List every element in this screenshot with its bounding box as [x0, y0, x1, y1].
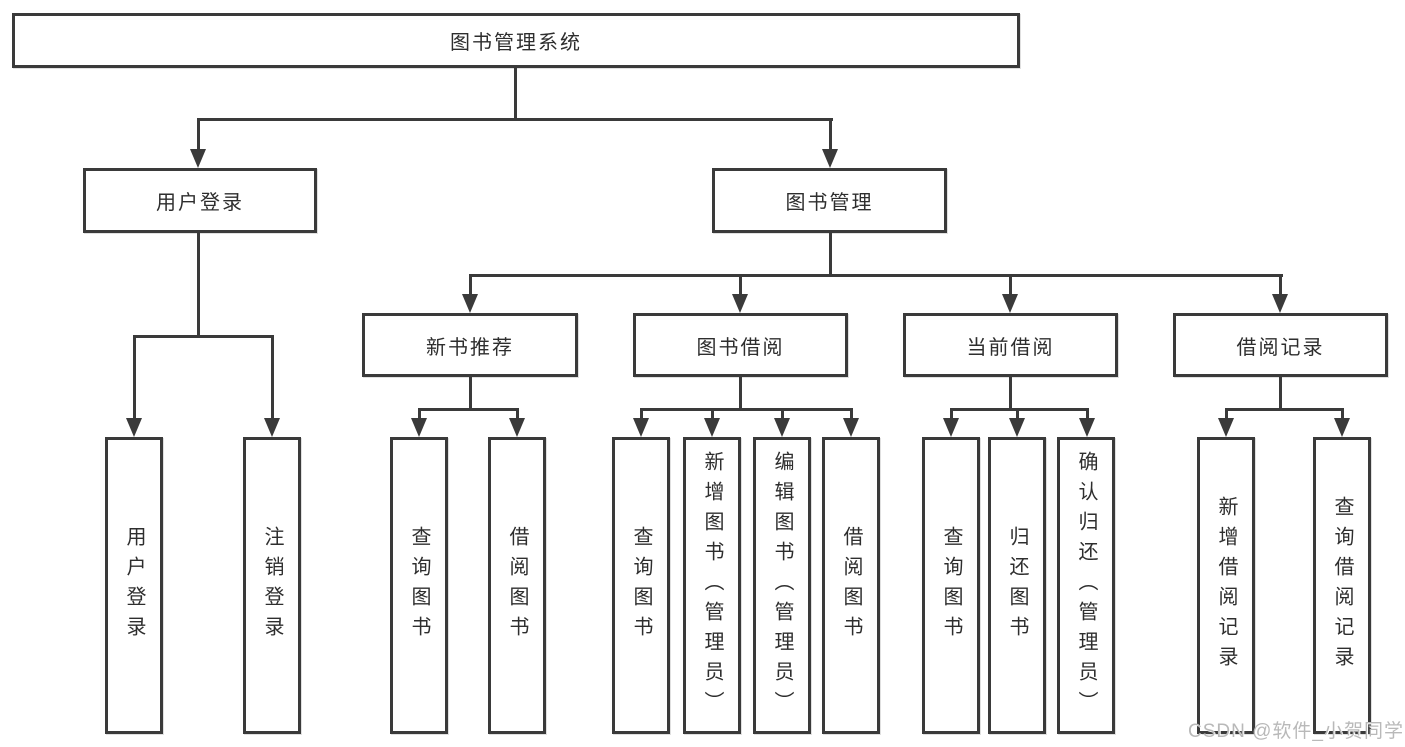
connector-vertical: [1225, 408, 1228, 421]
arrowhead-down-icon: [633, 418, 649, 437]
node-book-management: 图书管理: [712, 168, 947, 233]
connector-vertical: [850, 408, 853, 421]
leaf-edit-book-admin: 编辑图书（管理员）: [753, 437, 811, 734]
connector-vertical: [271, 335, 274, 419]
arrowhead-down-icon: [704, 418, 720, 437]
leaf-label: 新增图书（管理员）: [701, 450, 723, 721]
leaf-label: 借阅图书: [840, 525, 862, 646]
node-label: 新书推荐: [426, 336, 514, 359]
node-book-borrowing: 图书借阅: [633, 313, 848, 377]
connector-vertical: [1009, 274, 1012, 297]
connector-vertical: [711, 408, 714, 421]
node-new-book-recommend: 新书推荐: [362, 313, 578, 377]
arrowhead-down-icon: [509, 418, 525, 437]
connector-vertical: [739, 377, 742, 410]
arrowhead-down-icon: [774, 418, 790, 437]
leaf-logout: 注销登录: [243, 437, 301, 734]
connector-horizontal: [1225, 408, 1344, 411]
connector-horizontal: [418, 408, 519, 411]
connector-horizontal: [950, 408, 1089, 411]
arrowhead-down-icon: [1334, 418, 1350, 437]
connector-vertical: [1279, 274, 1282, 297]
leaf-label: 用户登录: [123, 525, 145, 646]
leaf-return-book: 归还图书: [988, 437, 1046, 734]
connector-vertical: [514, 68, 517, 120]
connector-vertical: [1016, 408, 1019, 421]
arrowhead-down-icon: [126, 418, 142, 437]
arrowhead-down-icon: [264, 418, 280, 437]
arrowhead-down-icon: [822, 149, 838, 168]
node-library-management-system: 图书管理系统: [12, 13, 1020, 68]
node-borrowing-records: 借阅记录: [1173, 313, 1388, 377]
connector-horizontal: [469, 274, 1283, 277]
leaf-label: 查询图书: [408, 525, 430, 646]
arrowhead-down-icon: [1272, 294, 1288, 313]
connector-vertical: [781, 408, 784, 421]
connector-vertical: [1341, 408, 1344, 421]
leaf-confirm-return-admin: 确认归还（管理员）: [1057, 437, 1115, 734]
connector-horizontal: [133, 335, 274, 338]
node-user-login: 用户登录: [83, 168, 317, 233]
connector-vertical: [418, 408, 421, 421]
leaf-label: 查询借阅记录: [1331, 495, 1353, 676]
leaf-label: 查询图书: [630, 525, 652, 646]
connector-vertical: [829, 118, 832, 151]
node-label: 借阅记录: [1236, 336, 1325, 359]
node-label: 图书借阅: [696, 336, 785, 359]
node-label: 用户登录: [156, 192, 244, 214]
arrowhead-down-icon: [943, 418, 959, 437]
connector-vertical: [640, 408, 643, 421]
connector-vertical: [829, 233, 832, 277]
arrowhead-down-icon: [843, 418, 859, 437]
connector-horizontal: [197, 118, 833, 121]
node-label: 图书管理: [785, 192, 874, 214]
leaf-query-book-current: 查询图书: [922, 437, 980, 734]
leaf-borrow-book-recommend: 借阅图书: [488, 437, 546, 734]
leaf-label: 注销登录: [261, 525, 283, 646]
leaf-query-borrow-record: 查询借阅记录: [1313, 437, 1371, 734]
leaf-label: 查询图书: [940, 525, 962, 646]
arrowhead-down-icon: [1218, 418, 1234, 437]
leaf-label: 借阅图书: [506, 525, 528, 646]
arrowhead-down-icon: [462, 294, 478, 313]
leaf-query-book-recommend: 查询图书: [390, 437, 448, 734]
connector-horizontal: [640, 408, 853, 411]
connector-vertical: [1086, 408, 1089, 421]
connector-vertical: [469, 377, 472, 410]
connector-vertical: [516, 408, 519, 421]
connector-vertical: [739, 274, 742, 297]
connector-vertical: [133, 335, 136, 419]
node-current-borrowing: 当前借阅: [903, 313, 1118, 377]
connector-vertical: [197, 233, 200, 337]
connector-vertical: [469, 274, 472, 297]
leaf-add-book-admin: 新增图书（管理员）: [683, 437, 741, 734]
leaf-label: 新增借阅记录: [1215, 495, 1237, 676]
csdn-watermark: CSDN @软件_小贺同学: [1188, 721, 1404, 742]
arrowhead-down-icon: [190, 149, 206, 168]
leaf-borrow-book: 借阅图书: [822, 437, 880, 734]
connector-vertical: [1279, 377, 1282, 410]
arrowhead-down-icon: [411, 418, 427, 437]
leaf-label: 编辑图书（管理员）: [771, 450, 793, 721]
connector-vertical: [950, 408, 953, 421]
leaf-label: 归还图书: [1006, 525, 1028, 646]
connector-vertical: [1009, 377, 1012, 410]
arrowhead-down-icon: [1009, 418, 1025, 437]
connector-vertical: [197, 118, 200, 151]
leaf-user-login: 用户登录: [105, 437, 163, 734]
node-label: 图书管理系统: [450, 32, 582, 54]
node-label: 当前借阅: [966, 336, 1055, 359]
leaf-add-borrow-record: 新增借阅记录: [1197, 437, 1255, 734]
leaf-query-book-borrowing: 查询图书: [612, 437, 670, 734]
arrowhead-down-icon: [1002, 294, 1018, 313]
arrowhead-down-icon: [1079, 418, 1095, 437]
leaf-label: 确认归还（管理员）: [1075, 450, 1097, 721]
arrowhead-down-icon: [732, 294, 748, 313]
